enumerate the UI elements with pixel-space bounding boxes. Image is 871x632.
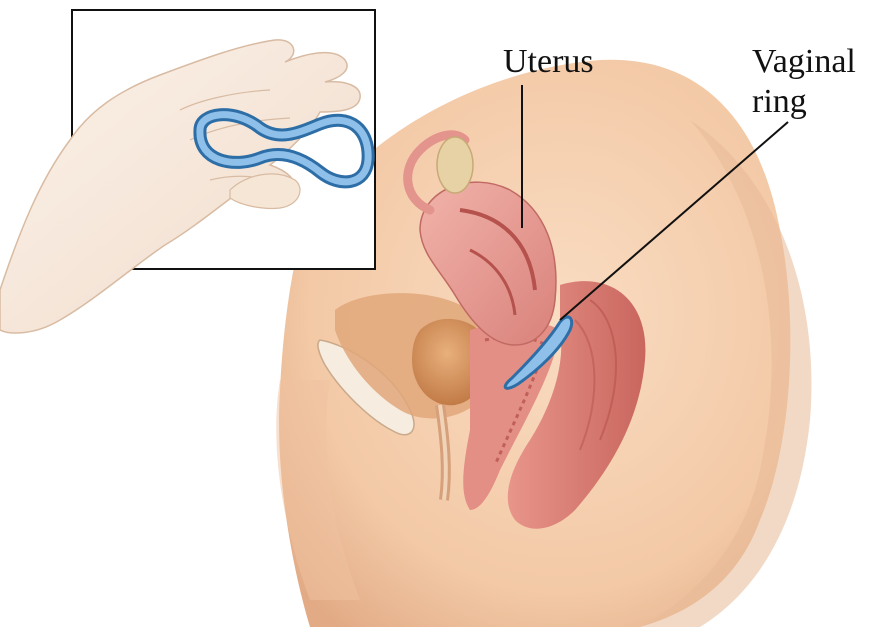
vaginal-ring-label-line1: Vaginal — [752, 44, 856, 80]
vaginal-ring-label-line2: ring — [752, 84, 807, 120]
uterus-label: Uterus — [503, 44, 594, 80]
